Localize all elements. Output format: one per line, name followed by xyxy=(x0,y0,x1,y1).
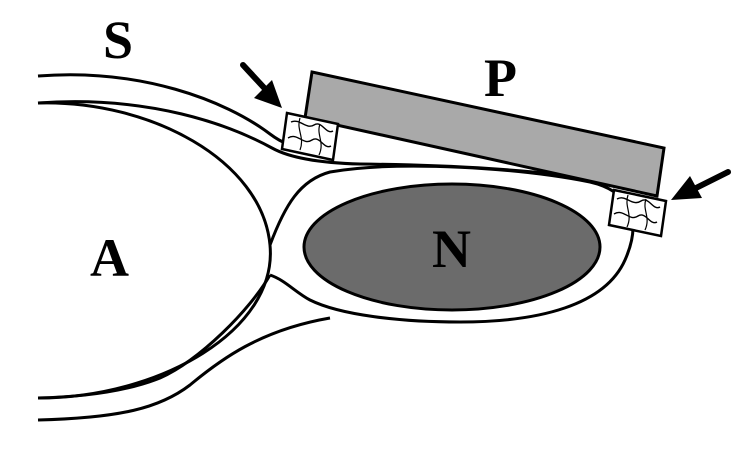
right-adhesion-block xyxy=(607,188,668,238)
nucleus xyxy=(302,182,602,312)
label-p: P xyxy=(484,48,517,108)
arrow-right-pointer-icon xyxy=(671,169,731,200)
left-adhesion-block xyxy=(280,111,340,162)
plate xyxy=(303,70,666,198)
label-a: A xyxy=(90,228,129,288)
inner-membrane-bottom xyxy=(37,274,272,400)
label-s: S xyxy=(103,10,133,70)
label-n: N xyxy=(432,219,471,279)
outer-membrane-bottom xyxy=(37,316,331,422)
cell-body-outline xyxy=(268,164,635,324)
arrow-left-pointer-icon xyxy=(240,62,282,108)
